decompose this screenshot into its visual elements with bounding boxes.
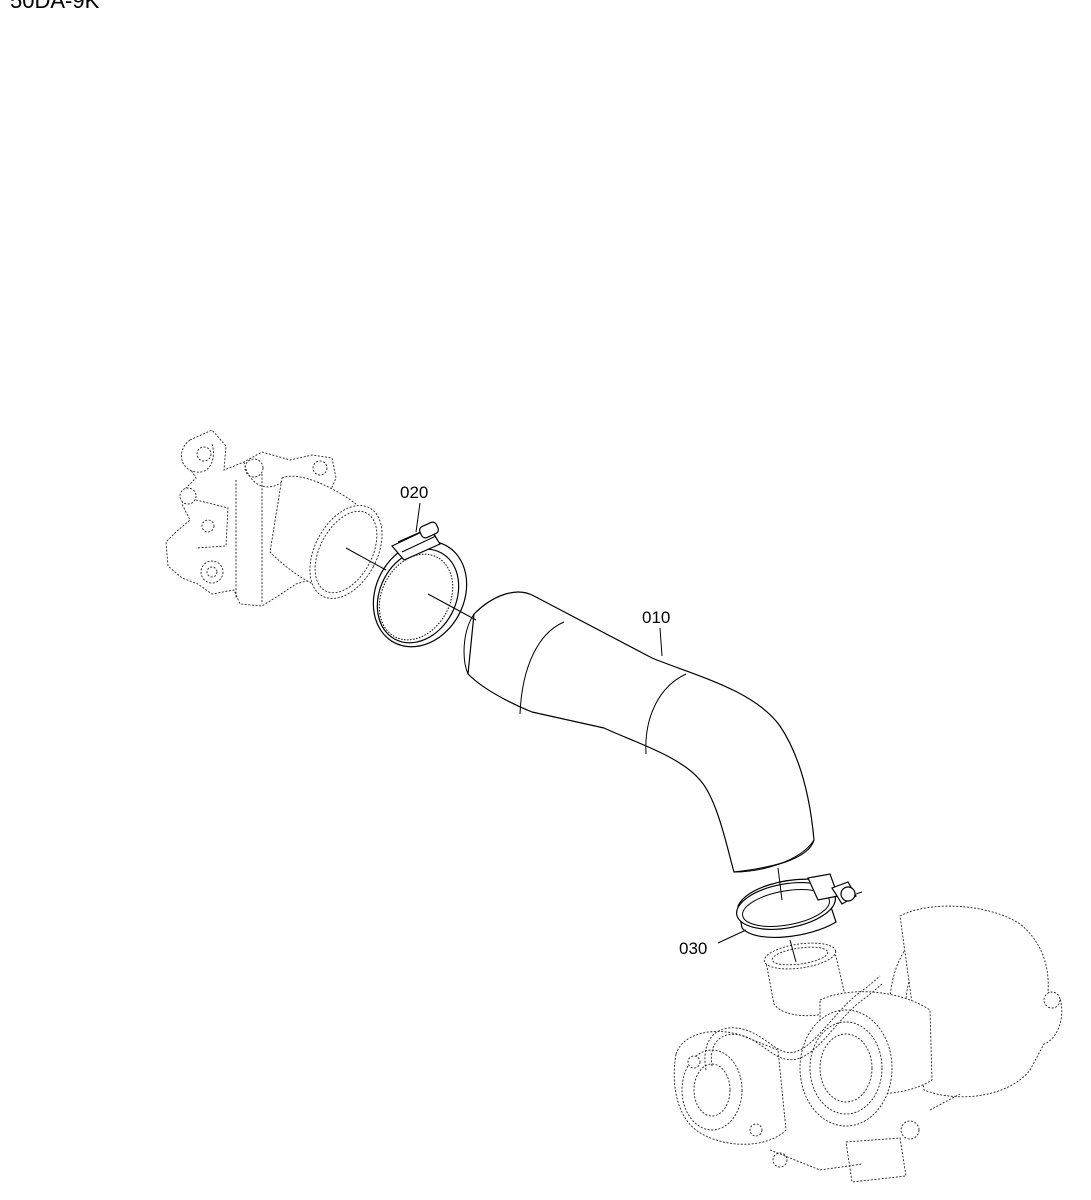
callout-020: 020	[400, 483, 428, 502]
lower-hose-clamp	[736, 873, 863, 938]
throttle-housing	[165, 429, 383, 607]
leader-lines	[345, 502, 797, 963]
coolant-hose	[463, 591, 815, 873]
drawing-code: 50DA-9K	[10, 0, 100, 13]
turbocharger	[673, 905, 1063, 1183]
upper-hose-clamp	[372, 521, 468, 648]
callout-010: 010	[642, 608, 670, 627]
callout-030: 030	[679, 939, 707, 958]
